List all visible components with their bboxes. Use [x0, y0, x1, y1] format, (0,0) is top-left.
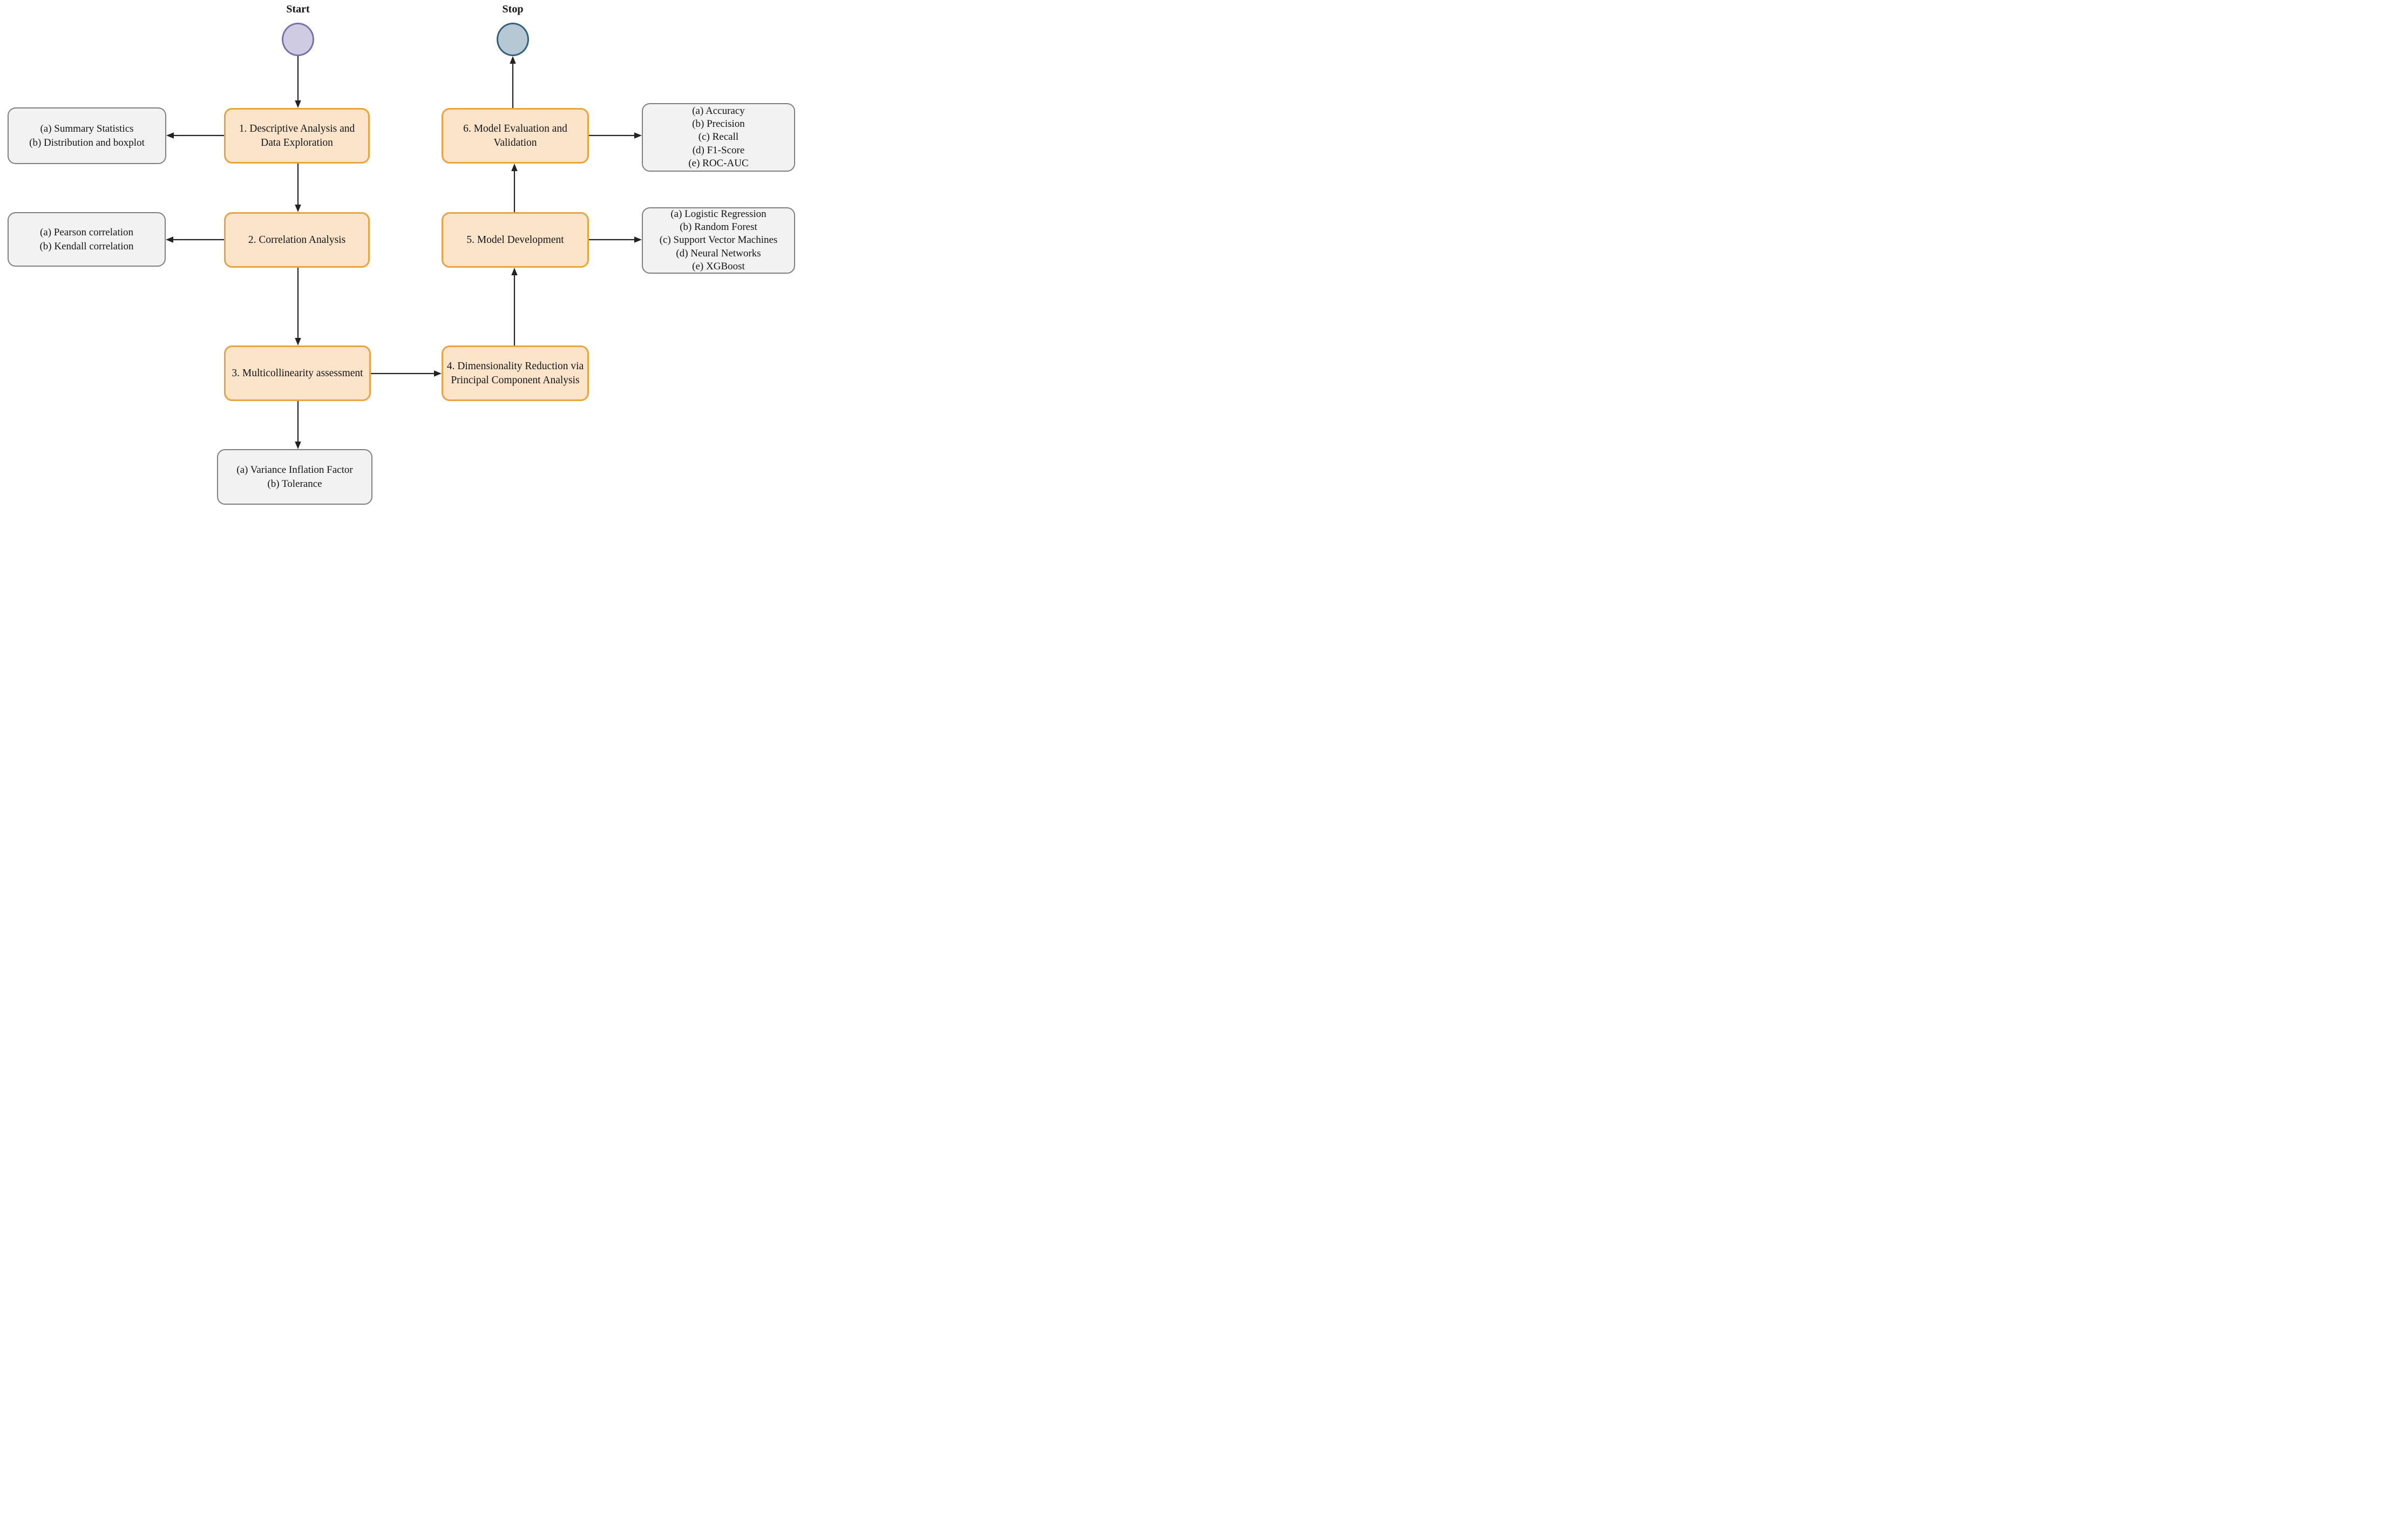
flowchart-canvas: Start Stop 1. Descriptive Analysis and D… [0, 0, 798, 513]
connector-step1-to-step2 [295, 164, 301, 212]
detail-box-model-algorithms: (a) Logistic Regression (b) Random Fores… [642, 207, 795, 274]
process-box-correlation-analysis: 2. Correlation Analysis [224, 212, 370, 268]
connector-layer [166, 56, 642, 449]
connector-step6-to-detail4 [589, 132, 642, 139]
process-box-model-evaluation: 6. Model Evaluation and Validation [442, 108, 589, 164]
detail-box-vif-tolerance: (a) Variance Inflation Factor (b) Tolera… [217, 449, 372, 505]
start-terminal-circle [282, 23, 314, 56]
connector-step2-to-detail2 [166, 236, 224, 243]
connector-start-to-step1 [295, 56, 301, 108]
connector-step5-to-step6 [511, 164, 518, 212]
detail-box-summary-statistics: (a) Summary Statistics (b) Distribution … [8, 107, 166, 164]
connector-step2-to-step3 [295, 268, 301, 345]
connector-step3-to-step4 [371, 370, 442, 377]
connector-step4-to-step5 [511, 268, 518, 345]
start-label: Start [286, 3, 310, 15]
detail-box-correlation-methods: (a) Pearson correlation (b) Kendall corr… [8, 212, 166, 267]
connector-step3-to-detail3 [295, 401, 301, 449]
connector-step5-to-detail5 [589, 236, 642, 243]
process-box-dimensionality-reduction: 4. Dimensionality Reduction via Principa… [442, 345, 589, 401]
connector-step6-to-stop [510, 56, 516, 108]
detail-box-evaluation-metrics: (a) Accuracy (b) Precision (c) Recall (d… [642, 103, 795, 172]
stop-label: Stop [502, 3, 524, 15]
process-box-multicollinearity-assessment: 3. Multicollinearity assessment [224, 345, 371, 401]
stop-terminal-circle [497, 23, 529, 56]
process-box-descriptive-analysis: 1. Descriptive Analysis and Data Explora… [224, 108, 370, 164]
connector-step1-to-detail1 [166, 132, 224, 139]
process-box-model-development: 5. Model Development [442, 212, 589, 268]
